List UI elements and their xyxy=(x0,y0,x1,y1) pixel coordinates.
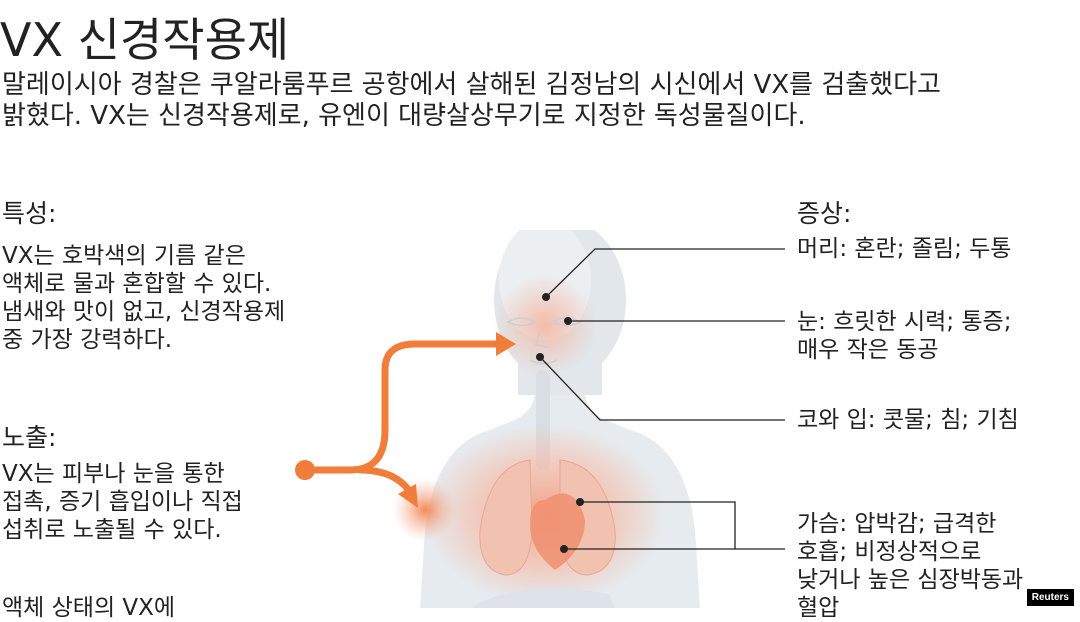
dot-chest-upper xyxy=(576,498,584,506)
connector-head xyxy=(545,248,785,298)
head-glow xyxy=(493,275,597,375)
arrow-head-top xyxy=(496,332,516,356)
symptom-head: 머리: 혼란; 졸림; 두통 xyxy=(797,236,1012,262)
dot-nose-mouth xyxy=(536,353,544,361)
exposure-line: 접촉, 증기 흡입이나 직접 xyxy=(2,489,243,515)
right-eye xyxy=(550,317,582,327)
left-lung xyxy=(479,459,533,576)
exposure-text: VX는 피부나 눈을 통한 접촉, 증기 흡입이나 직접 섭취로 노출될 수 있… xyxy=(2,460,302,544)
symptom-eyes-line: 눈: 흐릿한 시력; 통증; xyxy=(797,309,1012,335)
exposure-heading: 노출: xyxy=(2,423,57,452)
symptom-connectors xyxy=(536,248,785,553)
symptom-eyes: 눈: 흐릿한 시력; 통증; 매우 작은 동공 xyxy=(797,308,1011,364)
arrow-head-arm xyxy=(398,484,418,508)
properties-heading: 특성: xyxy=(2,199,57,228)
symptom-eyes-line: 매우 작은 동공 xyxy=(797,337,939,363)
symptoms-heading: 증상: xyxy=(797,199,852,228)
dot-chest-lower xyxy=(560,545,568,553)
nose xyxy=(535,329,549,348)
reuters-credit: Reuters xyxy=(1026,589,1074,606)
symptom-chest-line: 낮거나 높은 심장박동과 xyxy=(797,567,1024,593)
dot-head xyxy=(542,293,550,301)
properties-line: 중 가장 강력하다. xyxy=(2,327,173,353)
properties-line: 냄새와 맛이 없고, 신경작용제 xyxy=(2,299,286,325)
symptom-chest: 가슴: 압박감; 급격한 호흡; 비정상적으로 낮거나 높은 심장박동과 혈압 xyxy=(797,510,1023,622)
symptom-chest-line: 호흡; 비정상적으로 xyxy=(797,539,982,565)
mouth xyxy=(529,359,558,365)
symptom-nose-mouth: 코와 입: 콧물; 침; 기침 xyxy=(797,407,1019,433)
properties-line: VX는 호박색의 기름 같은 xyxy=(2,243,246,269)
connector-chest-upper xyxy=(580,501,736,549)
properties-line: 액체로 물과 혼합할 수 있다. xyxy=(2,271,272,297)
properties-text: VX는 호박색의 기름 같은 액체로 물과 혼합할 수 있다. 냄새와 맛이 없… xyxy=(2,242,362,354)
exposure-line: 섭취로 노출될 수 있다. xyxy=(2,517,222,543)
heart xyxy=(530,493,585,570)
page-title: VX 신경작용제 xyxy=(0,13,290,67)
symptom-chest-line: 가슴: 압박감; 급격한 xyxy=(797,511,997,537)
arrow-to-arm xyxy=(356,466,414,496)
connector-nose-mouth xyxy=(539,356,785,421)
exposure-arrow xyxy=(295,332,516,508)
intro-text: 말레이시아 경찰은 쿠알라룸푸르 공항에서 살해된 김정남의 시신에서 VX를 … xyxy=(2,70,1072,132)
dot-eyes xyxy=(564,317,572,325)
intro-line: 말레이시아 경찰은 쿠알라룸푸르 공항에서 살해된 김정남의 시신에서 VX를 … xyxy=(2,70,941,100)
intro-line: 밝혔다. VX는 신경작용제로, 유엔이 대량살상무기로 지정한 독성물질이다. xyxy=(2,101,806,131)
exposure-line: VX는 피부나 눈을 통한 xyxy=(2,461,225,487)
left-eye xyxy=(506,317,538,327)
forearm xyxy=(470,587,615,608)
symptom-chest-line: 혈압 xyxy=(797,595,840,621)
